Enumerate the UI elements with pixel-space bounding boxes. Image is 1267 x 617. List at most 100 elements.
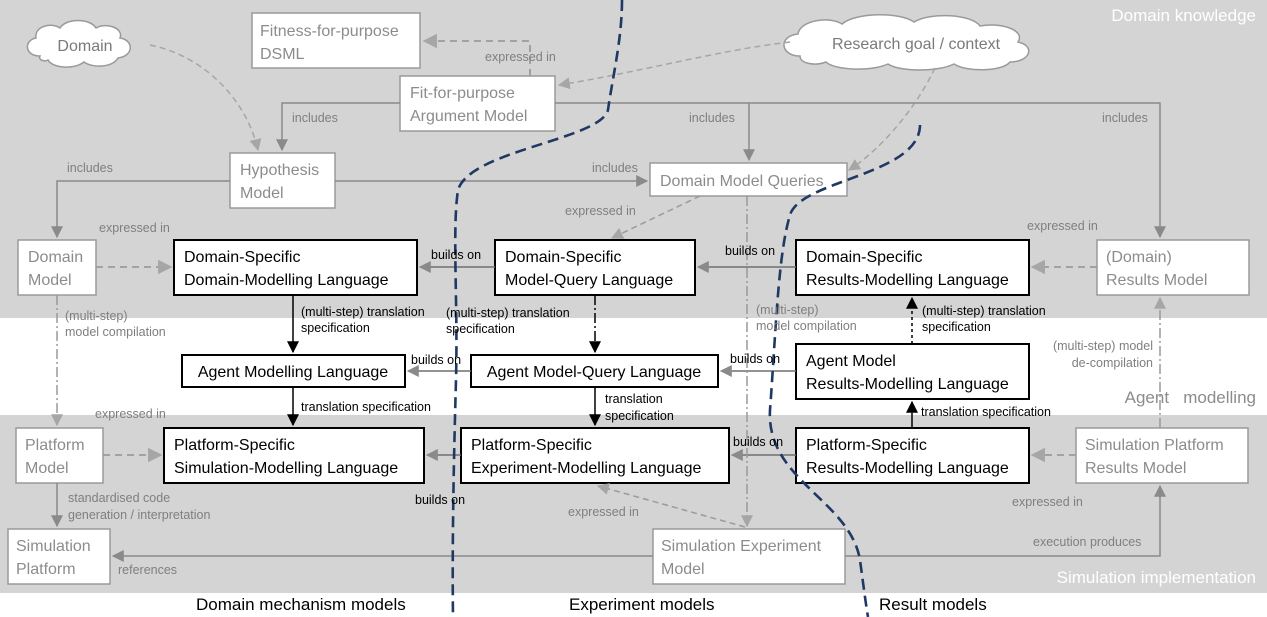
label-multi-translation-rml-1: (multi-step) translation <box>922 304 1046 318</box>
box-agent-rml-line2: Results-Modelling Language <box>806 376 1009 393</box>
box-ds-rml: Domain-Specific Results-Modelling Langua… <box>795 239 1030 296</box>
box-domain-model-line2: Model <box>28 272 72 289</box>
label-multi-compilation-queries-2: model compilation <box>756 319 857 333</box>
box-domain-model: Domain Model <box>17 239 97 296</box>
label-expressed-in-rml: expressed in <box>1027 219 1098 233</box>
label-expressed-in-dml: expressed in <box>99 221 170 235</box>
label-includes-queries: includes <box>689 111 735 125</box>
box-hypothesis-model-line2: Model <box>240 185 284 202</box>
label-includes-domain: includes <box>67 161 113 175</box>
box-argument-model: Fit-for-purpose Argument Model <box>399 75 556 132</box>
cloud-research-goal: Research goal / context <box>783 14 1030 71</box>
zone-label-domain-knowledge: Domain knowledge <box>1111 6 1256 25</box>
label-multi-translation-dml-2: specification <box>301 321 370 335</box>
box-ps-rml-line2: Results-Modelling Language <box>806 460 1009 477</box>
box-agent-mql-line1: Agent Model-Query Language <box>487 364 701 381</box>
svg-text:DSML: DSML <box>260 46 305 63</box>
label-code-generation-1: standardised code <box>68 491 170 505</box>
label-expressed-in-fitness: expressed in <box>485 50 556 64</box>
box-sim-experiment-model-line2: Model <box>661 561 705 578</box>
box-domain-model-queries: Domain Model Queries <box>649 162 848 197</box>
box-argument-model-line2: Argument Model <box>410 108 527 125</box>
label-translation-spec-ml: translation specification <box>301 400 431 414</box>
separator-right <box>768 124 922 617</box>
label-builds-on-5: builds on <box>733 435 783 449</box>
box-fitness-dsml-line1: Fitness-for-purpose <box>260 23 399 40</box>
label-multi-compilation-domain-2: model compilation <box>65 325 166 339</box>
edge-cloud-goal-to-queries <box>847 67 936 171</box>
box-sim-platform-line1: Simulation <box>16 538 91 555</box>
box-sim-experiment-model-line1: Simulation Experiment <box>661 538 822 555</box>
box-ds-rml-line2: Results-Modelling Language <box>806 272 1009 289</box>
box-ds-rml-line1: Domain-Specific <box>806 249 922 266</box>
label-builds-on-3: builds on <box>411 353 461 367</box>
separator-left <box>451 0 624 617</box>
edge-hypothesis-includes-domain <box>51 180 230 239</box>
box-ds-mql: Domain-Specific Model-Query Language <box>494 239 696 296</box>
label-code-generation-2: generation / interpretation <box>68 508 211 522</box>
box-ds-dml-line2: Domain-Modelling Language <box>184 272 389 289</box>
label-includes-queries-2: includes <box>592 161 638 175</box>
svg-text:Fitness-for-purpose: Fitness-for-purpose <box>260 23 399 40</box>
label-builds-on-2: builds on <box>725 244 775 258</box>
box-domain-results-model-line2: Results Model <box>1106 272 1207 289</box>
box-domain-results-model-line1: (Domain) <box>1106 249 1172 266</box>
box-sim-platform-line2: Platform <box>16 561 76 578</box>
box-sim-platform-results-line1: Simulation Platform <box>1085 437 1224 454</box>
cloud-research-goal-label: Research goal / context <box>832 36 1001 53</box>
label-multi-translation-mql-1: (multi-step) translation <box>446 306 570 320</box>
label-expressed-in-simresults: expressed in <box>1012 495 1083 509</box>
box-hypothesis-model: Hypothesis Model <box>229 152 336 209</box>
label-multi-translation-dml-1: (multi-step) translation <box>301 305 425 319</box>
box-ps-eml-line1: Platform-Specific <box>471 437 592 454</box>
zone-label-simulation-implementation: Simulation implementation <box>1057 568 1256 587</box>
box-ds-mql-line2: Model-Query Language <box>505 272 673 289</box>
edge-queries-expressed-mql <box>610 195 701 239</box>
caption-result: Result models <box>879 595 987 614</box>
label-multi-compilation-queries-1: (multi-step) <box>756 303 819 317</box>
label-references: references <box>118 563 177 577</box>
box-ds-dml: Domain-Specific Domain-Modelling Languag… <box>173 239 418 296</box>
zone-label-agent-modelling: Agent modelling <box>1125 388 1256 407</box>
box-ds-dml-line1: Domain-Specific <box>184 249 300 266</box>
box-hypothesis-model-line1: Hypothesis <box>240 162 319 179</box>
box-platform-model-line1: Platform <box>25 437 85 454</box>
caption-experiment: Experiment models <box>569 595 715 614</box>
edge-experiment-expressed-eml <box>596 483 746 528</box>
box-sim-platform-results-line2: Results Model <box>1085 460 1186 477</box>
box-ps-sml-line2: Simulation-Modelling Language <box>174 460 398 477</box>
box-fitness-dsml: Fitness-for-purpose DSML <box>251 12 421 69</box>
caption-domain-mechanism: Domain mechanism models <box>196 595 406 614</box>
label-multi-translation-mql-2: specification <box>446 322 515 336</box>
label-includes-hypothesis: includes <box>292 111 338 125</box>
label-builds-on-4: builds on <box>730 352 780 366</box>
label-execution-produces: execution produces <box>1033 535 1141 549</box>
box-agent-rml-line1: Agent Model <box>806 353 896 370</box>
box-sim-platform-results: Simulation Platform Results Model <box>1075 427 1249 484</box>
box-domain-results-model: (Domain) Results Model <box>1096 239 1250 296</box>
box-ps-sml-line1: Platform-Specific <box>174 437 295 454</box>
label-translation-spec-rml: translation specification <box>921 405 1051 419</box>
label-builds-on-1: builds on <box>431 248 481 262</box>
box-ps-eml-line2: Experiment-Modelling Language <box>471 460 701 477</box>
label-translation-spec-mql-1: translation <box>605 392 663 406</box>
edge-cloud-goal-to-argument <box>557 41 791 90</box>
box-domain-model-line1: Domain <box>28 249 83 266</box>
box-ds-mql-line1: Domain-Specific <box>505 249 621 266</box>
box-fitness-dsml-line2: DSML <box>260 46 305 63</box>
label-includes-results: includes <box>1102 111 1148 125</box>
box-sim-platform: Simulation Platform <box>7 528 111 585</box>
box-ps-eml: Platform-Specific Experiment-Modelling L… <box>460 427 730 484</box>
label-expressed-in-experiment: expressed in <box>568 505 639 519</box>
edge-argument-includes-queries <box>555 102 1166 239</box>
box-domain-model-queries-line1: Domain Model Queries <box>660 173 824 190</box>
box-sim-experiment-model: Simulation Experiment Model <box>652 528 846 585</box>
box-platform-model-line2: Model <box>25 460 69 477</box>
box-ps-rml: Platform-Specific Results-Modelling Lang… <box>795 427 1030 484</box>
edge-experiment-execution-results <box>845 484 1166 557</box>
label-builds-on-6: builds on <box>415 493 465 507</box>
box-argument-model-line1: Fit-for-purpose <box>410 85 515 102</box>
box-agent-ml-line1: Agent Modelling Language <box>198 364 388 381</box>
label-translation-spec-mql-2: specification <box>605 409 674 423</box>
